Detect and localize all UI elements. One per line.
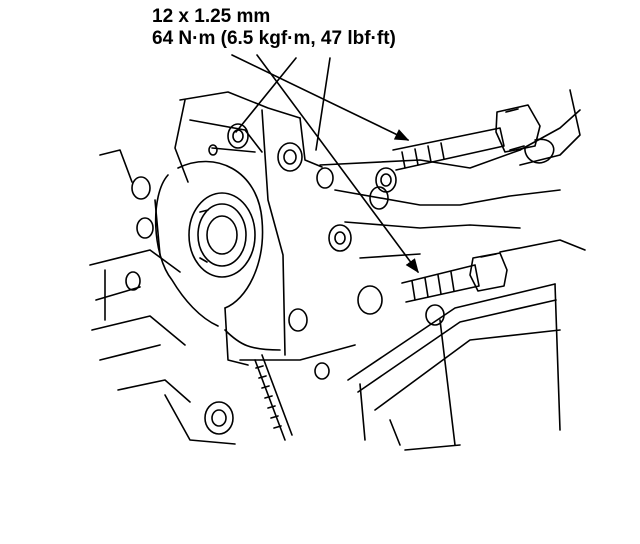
drive-plate-area xyxy=(90,150,235,444)
lower-bolt xyxy=(402,253,507,302)
engine-block xyxy=(320,90,585,258)
bolt-size-label: 12 x 1.25 mm xyxy=(152,6,271,27)
oil-seal xyxy=(189,193,255,277)
transmission-housing xyxy=(156,92,355,365)
upper-bolt xyxy=(393,105,554,170)
torque-spec-label: 64 N·m (6.5 kgf·m, 47 lbf·ft) xyxy=(152,28,396,49)
leader-lines xyxy=(232,55,419,274)
oil-pan xyxy=(348,284,560,450)
mounting-bosses xyxy=(209,124,444,379)
torque-callout: 12 x 1.25 mm 64 N·m (6.5 kgf·m, 47 lbf·f… xyxy=(152,6,396,50)
ring-gear xyxy=(255,355,292,440)
